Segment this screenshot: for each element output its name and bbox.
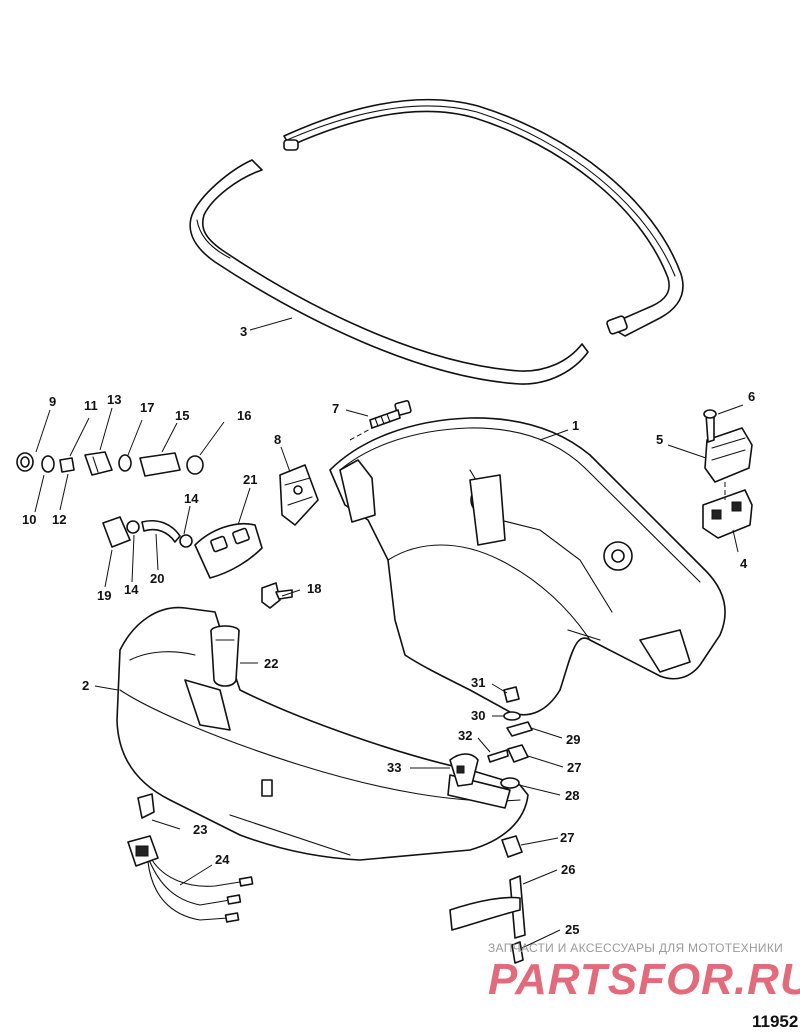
callout-10: 10 (22, 512, 36, 527)
callout-19: 19 (97, 588, 111, 603)
watermark: ЗАПЧАСТИ И АКСЕССУАРЫ ДЛЯ МОТОТЕХНИКИ PA… (488, 941, 800, 1004)
callout-2: 2 (82, 678, 89, 693)
callout-30: 30 (471, 708, 485, 723)
callout-12: 12 (52, 512, 66, 527)
callout-25: 25 (565, 922, 579, 937)
callout-16: 16 (237, 408, 251, 423)
grommet-tube-part-22 (210, 625, 240, 687)
callout-11: 11 (84, 398, 98, 413)
callout-20: 20 (150, 571, 164, 586)
callout-labels: 1 2 3 4 5 6 7 8 9 10 11 12 13 14 14 15 1… (22, 324, 755, 937)
callout-29: 29 (566, 732, 580, 747)
callout-27-upper: 27 (567, 760, 581, 775)
callout-4: 4 (740, 556, 748, 571)
callout-1: 1 (572, 418, 579, 433)
callout-23: 23 (193, 822, 207, 837)
callout-24: 24 (215, 852, 230, 867)
callout-17: 17 (140, 400, 154, 415)
watermark-logo: PARTSFOR.RU (488, 955, 800, 1004)
callout-21: 21 (243, 472, 257, 487)
callout-32: 32 (458, 728, 472, 743)
bolt-part-7 (349, 400, 412, 441)
callout-18: 18 (307, 581, 321, 596)
callout-14-upper: 14 (184, 491, 199, 506)
latch-hardware-parts-25-33 (449, 686, 533, 964)
switch-harness-parts-23-24 (127, 793, 254, 923)
callout-27-lower: 27 (560, 830, 574, 845)
callout-15: 15 (175, 408, 189, 423)
watermark-tagline: ЗАПЧАСТИ И АКСЕССУАРЫ ДЛЯ МОТОТЕХНИКИ (488, 941, 783, 955)
callout-7: 7 (332, 401, 339, 416)
callout-13: 13 (107, 392, 121, 407)
callout-26: 26 (561, 862, 575, 877)
fitting-chain-parts-9-17 (16, 451, 204, 477)
figure-number: 11952 (752, 1012, 798, 1031)
bracket-part-8 (279, 464, 319, 526)
callout-3: 3 (240, 324, 247, 339)
callout-22: 22 (264, 656, 278, 671)
callout-14-lower: 14 (124, 582, 139, 597)
callout-28: 28 (565, 788, 579, 803)
cover-plate-part-21 (194, 522, 263, 579)
elbow-fitting-part-18 (261, 582, 293, 609)
callout-6: 6 (748, 389, 755, 404)
callout-5: 5 (656, 432, 663, 447)
callout-9: 9 (49, 394, 56, 409)
upper-cowl-part-1 (329, 417, 726, 716)
cowl-seal-part-3 (189, 98, 684, 385)
leader-lines (34, 317, 744, 949)
callout-33: 33 (387, 760, 401, 775)
latch-assembly-parts-4-5-6 (702, 409, 753, 539)
hose-assembly-parts-14-19-20 (102, 516, 193, 548)
callout-31: 31 (471, 675, 485, 690)
callout-8: 8 (274, 432, 281, 447)
